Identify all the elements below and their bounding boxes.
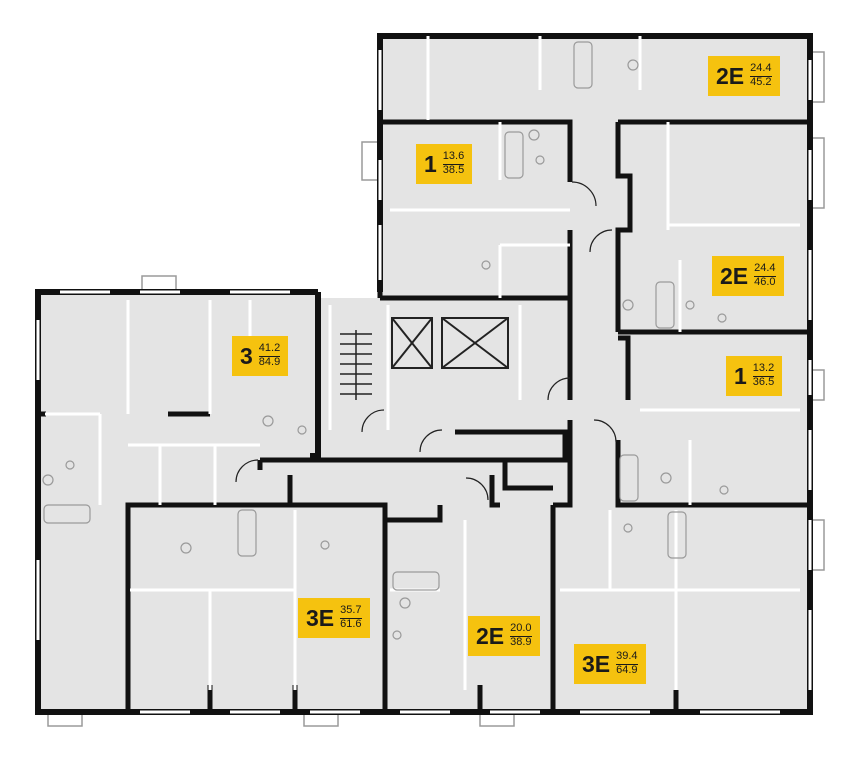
room-count: 3 [240,342,253,369]
wall-stair [310,292,321,459]
toilet [262,415,274,427]
living-area: 35.7 [340,605,362,619]
toilet [660,472,672,484]
elevator-shafts [391,317,509,369]
wall [125,475,293,712]
living-area: 13.2 [752,363,775,377]
apartment-label-3-left[interactable]: 3 41.2 84.9 [232,336,289,376]
toilet [399,597,411,609]
sink [297,425,307,435]
total-area: 36.5 [752,376,775,388]
bathtub [237,509,257,557]
room-count: 3E [306,604,335,631]
apartment-label-1-upper[interactable]: 1 13.6 38.5 [416,144,473,184]
total-area: 61.6 [340,618,362,630]
bathtub [655,281,675,329]
total-area: 38.9 [510,636,532,648]
area-values: 13.6 38.5 [442,151,465,176]
bathtub [573,41,593,89]
apartment-label-1-right[interactable]: 1 13.2 36.5 [726,356,783,396]
apartment-label-3e-right[interactable]: 3E 39.4 64.9 [574,644,646,684]
area-values: 20.0 38.9 [510,623,532,648]
living-area: 39.4 [616,651,638,665]
outer-wall [35,33,813,715]
room-count: 2E [720,262,749,289]
total-area: 38.5 [442,164,465,176]
apartment-label-2e-top[interactable]: 2E 24.4 45.2 [708,56,780,96]
sink [717,313,727,323]
wall [455,429,568,460]
sink [392,630,402,640]
exterior-walls [35,33,813,715]
toilet [528,129,540,141]
living-area: 41.2 [258,343,281,357]
wall [615,122,633,332]
room-count: 2E [716,62,745,89]
sink [481,260,491,270]
room-count: 3E [582,650,611,677]
wall [382,505,443,523]
sink [320,540,330,550]
toilet [627,59,639,71]
elevator [391,317,433,369]
area-values: 35.7 61.6 [340,605,362,630]
sink [719,485,729,495]
area-values: 24.4 45.2 [750,63,772,88]
partitions [45,36,800,690]
sink [685,300,695,310]
area-values: 24.4 46.0 [754,263,776,288]
windows [36,50,812,714]
living-area: 24.4 [754,263,776,277]
living-area: 24.4 [750,63,772,77]
toilet [622,299,634,311]
wall [553,420,573,508]
bathtub [504,131,524,179]
total-area: 45.2 [750,76,772,88]
floor-areas [38,36,810,712]
bathroom-fixtures [42,41,729,640]
living-area: 20.0 [510,623,532,637]
bathtub [43,504,91,524]
area-values: 13.2 36.5 [752,363,775,388]
bathtub [619,454,639,502]
sink [65,460,75,470]
total-area: 84.9 [258,356,281,368]
wall [618,335,631,400]
total-area: 46.0 [754,276,776,288]
bathtub [392,571,440,591]
room-count: 2E [476,622,505,649]
wall [615,440,810,508]
wall [380,119,573,182]
bathtub [667,511,687,559]
area-values: 39.4 64.9 [616,651,638,676]
living-area: 13.6 [442,151,465,165]
apartment-label-2e-right[interactable]: 2E 24.4 46.0 [712,256,784,296]
stairs [340,330,372,400]
room-count: 1 [734,362,747,389]
room-count: 1 [424,150,437,177]
toilet [180,542,192,554]
apartment-label-2e-bottom[interactable]: 2E 20.0 38.9 [468,616,540,656]
toilet [42,474,54,486]
sink [623,523,633,533]
door-swings [235,181,617,501]
wall [489,475,500,508]
interior-walls [38,119,810,712]
apartment-label-3e-left[interactable]: 3E 35.7 61.6 [298,598,370,638]
area-values: 41.2 84.9 [258,343,281,368]
wall [502,460,553,491]
elevator [441,317,509,369]
sink [535,155,545,165]
total-area: 64.9 [616,664,638,676]
